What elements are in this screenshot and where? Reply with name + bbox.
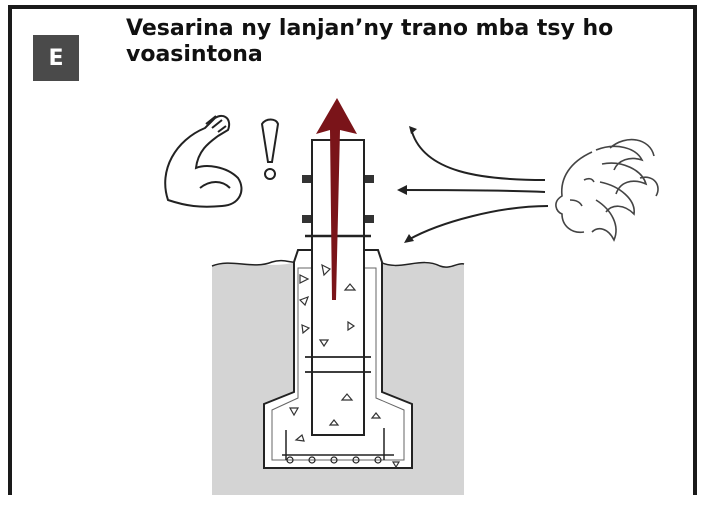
panel-title: Vesarina ny lanjan’ny trano mba tsy ho v… <box>126 16 614 67</box>
uplift-arrow <box>316 98 357 300</box>
panel-badge: E <box>33 35 79 81</box>
wind-arrows <box>399 131 549 241</box>
flexed-arm-icon <box>164 114 243 208</box>
wind-face-icon <box>555 138 659 242</box>
exclamation-icon <box>260 118 280 180</box>
